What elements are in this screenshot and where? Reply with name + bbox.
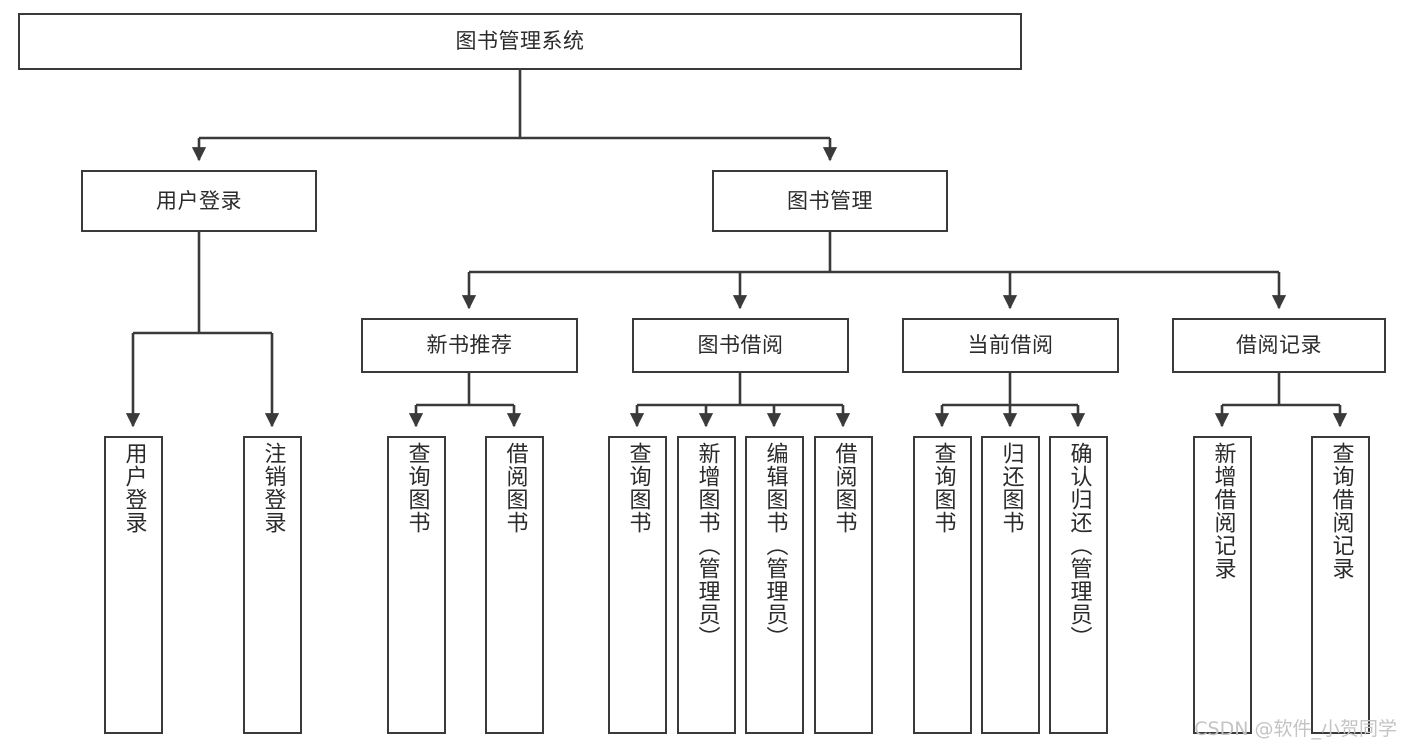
leaf-confirm-return-admin[interactable]: 确认归还（管理员） (1049, 436, 1108, 734)
leaf-query-borrow-record[interactable]: 查询借阅记录 (1311, 436, 1370, 734)
leaf-edit-book-admin[interactable]: 编辑图书（管理员） (745, 436, 804, 734)
node-label: 用户登录 (156, 188, 242, 213)
node-label: 借阅图书 (502, 442, 528, 534)
node-borrow-records[interactable]: 借阅记录 (1172, 318, 1386, 373)
node-label: 编辑图书（管理员） (762, 442, 788, 649)
watermark: CSDN @软件_小贺同学 (1194, 718, 1397, 740)
node-label: 图书管理系统 (455, 29, 585, 54)
node-label: 归还图书 (998, 442, 1024, 534)
leaf-query-book-new[interactable]: 查询图书 (387, 436, 446, 734)
node-label: 用户登录 (121, 442, 147, 534)
node-label: 借阅图书 (831, 442, 857, 534)
node-label: 新书推荐 (426, 333, 513, 358)
node-label: 新增图书（管理员） (694, 442, 720, 649)
node-label: 查询图书 (930, 442, 956, 534)
node-label: 图书借阅 (697, 333, 784, 358)
leaf-user-logout[interactable]: 注销登录 (243, 436, 302, 734)
node-label: 当前借阅 (967, 333, 1054, 358)
node-label: 新增借阅记录 (1210, 442, 1236, 580)
node-label: 图书管理 (787, 188, 873, 213)
node-new-book-recommend[interactable]: 新书推荐 (361, 318, 578, 373)
leaf-add-borrow-record[interactable]: 新增借阅记录 (1193, 436, 1252, 734)
leaf-return-book[interactable]: 归还图书 (981, 436, 1040, 734)
node-user-login[interactable]: 用户登录 (81, 170, 317, 232)
leaf-query-book[interactable]: 查询图书 (608, 436, 667, 734)
leaf-query-book-current[interactable]: 查询图书 (913, 436, 972, 734)
leaf-user-login[interactable]: 用户登录 (104, 436, 163, 734)
node-label: 查询借阅记录 (1328, 442, 1354, 580)
node-label: 确认归还（管理员） (1066, 442, 1092, 649)
node-book-borrow[interactable]: 图书借阅 (632, 318, 849, 373)
node-current-borrow[interactable]: 当前借阅 (902, 318, 1119, 373)
node-book-management[interactable]: 图书管理 (712, 170, 948, 232)
node-root-system[interactable]: 图书管理系统 (18, 13, 1022, 70)
node-label: 查询图书 (625, 442, 651, 534)
node-label: 借阅记录 (1236, 333, 1322, 358)
node-label: 注销登录 (260, 442, 286, 534)
leaf-borrow-book[interactable]: 借阅图书 (814, 436, 873, 734)
leaf-add-book-admin[interactable]: 新增图书（管理员） (677, 436, 736, 734)
node-label: 查询图书 (404, 442, 430, 534)
leaf-borrow-book-new[interactable]: 借阅图书 (485, 436, 544, 734)
